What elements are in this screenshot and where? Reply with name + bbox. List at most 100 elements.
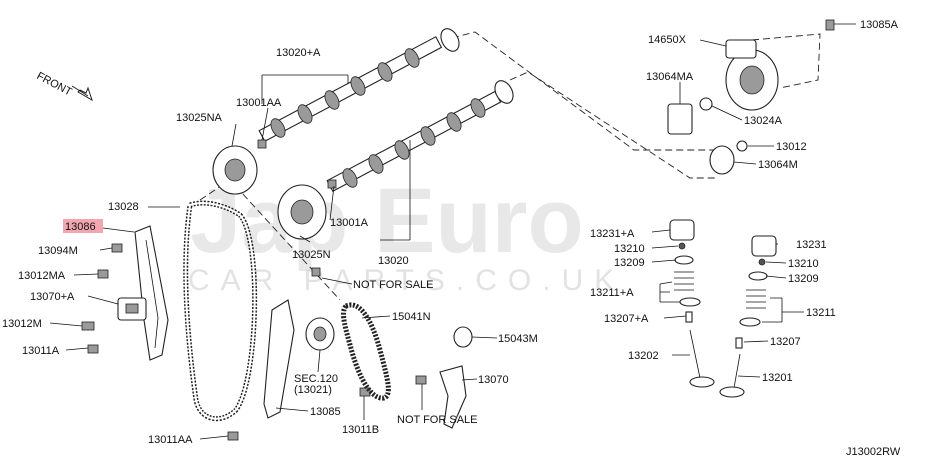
valve-spring — [674, 271, 694, 291]
leader-13209-left — [651, 259, 677, 263]
leader-sec120 — [317, 349, 321, 373]
label-13020[interactable]: 13020 — [378, 255, 409, 267]
timing-chain — [183, 200, 258, 422]
label-13209-left[interactable]: 13209 — [614, 257, 645, 269]
label-13211A[interactable]: 13211+A — [590, 287, 634, 299]
leader-13025NA — [231, 123, 237, 147]
label-13011B[interactable]: 13011B — [342, 424, 379, 436]
label-13012MA[interactable]: 13012MA — [18, 270, 66, 282]
valve-seal — [685, 311, 693, 323]
oil-pump-drive — [305, 302, 473, 429]
dash-line-upper — [451, 31, 720, 151]
label-14650X[interactable]: 14650X — [648, 34, 687, 46]
label-13070A[interactable]: 13070+A — [30, 291, 75, 303]
label-13001A[interactable]: 13001A — [330, 217, 369, 229]
label-13001AA[interactable]: 13001AA — [236, 97, 282, 109]
bolt-icon — [227, 431, 239, 441]
cam-lobe — [394, 140, 410, 160]
label-13020A[interactable]: 13020+A — [276, 47, 321, 59]
bolt-icon — [327, 179, 337, 189]
bolts — [81, 139, 427, 441]
highlight-13086 — [63, 219, 103, 233]
guide-body — [134, 225, 169, 361]
camshaft-intake — [258, 28, 460, 143]
chain-guide-center — [263, 299, 295, 419]
bolt-icon — [87, 344, 99, 354]
label-13085[interactable]: 13085 — [310, 406, 341, 418]
leader-13064M — [733, 161, 757, 165]
leader-13024A — [711, 105, 743, 121]
leader-13094M — [99, 247, 113, 251]
camshaft-exhaust — [326, 80, 514, 193]
label-13012M[interactable]: 13012M — [2, 318, 42, 330]
sprocket-hub — [224, 158, 246, 182]
leader-13070A — [87, 295, 119, 305]
leader-13011A — [65, 347, 89, 351]
label-13201[interactable]: 13201 — [762, 372, 793, 384]
dowel-icon — [415, 375, 427, 385]
label-13210-left[interactable]: 13210 — [614, 243, 645, 255]
leader-13211A — [659, 281, 680, 303]
cam-lobe — [420, 126, 436, 146]
label-not-for-sale-1: NOT FOR SALE — [353, 279, 433, 291]
leader-15041N — [361, 315, 391, 319]
valve-keeper — [758, 258, 766, 266]
leader-13012MA — [73, 273, 99, 276]
cam-lobe — [377, 62, 393, 82]
label-13209-right[interactable]: 13209 — [788, 273, 819, 285]
label-15041N[interactable]: 15041N — [392, 311, 431, 323]
spring-retainer — [674, 255, 694, 265]
chain-guide-left — [134, 225, 169, 361]
valve-spring — [746, 289, 766, 309]
label-13025N[interactable]: 13025N — [292, 249, 331, 261]
part-labels: 13020+A 13001AA 13025NA 13028 13086 1309… — [2, 19, 901, 458]
label-13086[interactable]: 13086 — [65, 221, 96, 233]
cam-lobe — [446, 112, 462, 132]
label-13085A[interactable]: 13085A — [860, 19, 899, 31]
valve-stem — [689, 329, 701, 379]
watermark-domain: CAR PARTS.CO.UK — [188, 264, 625, 297]
cam-lobe — [324, 90, 340, 110]
label-13207[interactable]: 13207 — [770, 336, 801, 348]
label-13231[interactable]: 13231 — [796, 239, 827, 251]
cam-lobe — [297, 104, 313, 124]
leader-13001AA — [261, 107, 269, 141]
label-13231A[interactable]: 13231+A — [590, 228, 635, 240]
oil-pump-sprocket — [453, 326, 473, 348]
label-13011AA[interactable]: 13011AA — [148, 434, 193, 446]
label-13211[interactable]: 13211 — [806, 307, 836, 319]
label-13210-right[interactable]: 13210 — [788, 258, 819, 270]
bolt-icon — [825, 19, 835, 31]
chain-inner — [184, 202, 256, 420]
cam-lobe — [470, 98, 486, 118]
center-guide-body — [263, 299, 295, 419]
leader-13012M — [49, 322, 83, 327]
leader-13209-right — [765, 275, 787, 279]
label-13202[interactable]: 13202 — [628, 350, 659, 362]
label-13028[interactable]: 13028 — [108, 201, 139, 213]
leader-13001A — [329, 185, 335, 221]
label-sec120[interactable]: SEC.120 — [294, 373, 338, 385]
spring-seat — [679, 297, 701, 307]
label-13025NA[interactable]: 13025NA — [176, 112, 223, 124]
spring-retainer — [748, 271, 768, 281]
leader-13210-right — [765, 261, 787, 264]
leader-13020A — [261, 74, 349, 104]
label-13011A[interactable]: 13011A — [22, 345, 60, 357]
label-13064MA[interactable]: 13064MA — [646, 71, 694, 83]
label-13021[interactable]: (13021) — [294, 384, 332, 396]
vacuum-pump — [667, 19, 835, 175]
seal-13012 — [736, 140, 748, 152]
cam-lobe — [350, 76, 366, 96]
label-15043M[interactable]: 15043M — [498, 333, 538, 345]
label-13012[interactable]: 13012 — [776, 141, 807, 153]
label-13024A[interactable]: 13024A — [744, 115, 783, 127]
oil-pump-chain — [341, 302, 391, 401]
valve-train-exhaust — [719, 235, 777, 398]
bolt-icon — [81, 321, 95, 331]
label-13064M[interactable]: 13064M — [758, 159, 798, 171]
label-13207A[interactable]: 13207+A — [604, 313, 649, 325]
label-13094M[interactable]: 13094M — [38, 245, 78, 257]
label-13070[interactable]: 13070 — [478, 374, 509, 386]
